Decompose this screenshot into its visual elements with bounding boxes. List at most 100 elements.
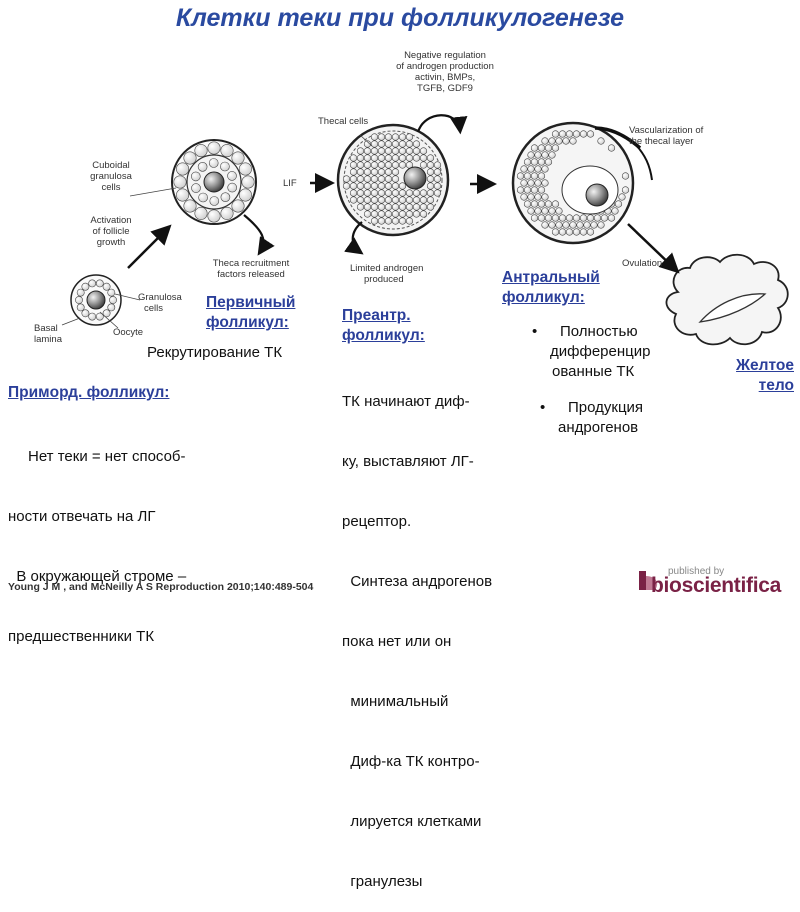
granulosa-cell (586, 214, 595, 222)
antral-follicle-title: Антральный фолликул: (502, 269, 600, 306)
ovulation-label: Ovulation (622, 258, 663, 269)
granulosa-cell (583, 221, 591, 229)
granulosa-cell (534, 151, 542, 159)
granulosa-cell (363, 175, 372, 183)
granulosa-cell (377, 217, 386, 225)
granulosa-cell (412, 147, 421, 155)
granulosa-cell (391, 189, 400, 197)
oocyte-label: Oocyte (113, 327, 144, 338)
granulosa-cell (412, 189, 421, 197)
basal-lamina-label: Basal lamina (34, 323, 62, 345)
granulosa-cell (227, 182, 237, 193)
granulosa-cell (419, 210, 428, 218)
granulosa-cell (191, 171, 201, 182)
granulosa-cell (600, 214, 609, 222)
antral-bullet-1: • Полностью дифференцир ованные ТК (532, 323, 651, 380)
granulosa-cell (391, 175, 400, 183)
granulosa-cell (579, 130, 588, 138)
granulosa-cell (398, 217, 407, 225)
granulosa-cell (433, 182, 442, 190)
granulosa-cell (565, 228, 574, 236)
granulosa-cell (363, 154, 372, 162)
primary-follicle (171, 139, 257, 225)
granulosa-cell (356, 168, 365, 176)
granulosa-cell (356, 203, 365, 211)
granulosa-cell (370, 147, 379, 155)
granulosa-cell (607, 144, 616, 152)
granulosa-cell (398, 133, 407, 141)
negative-regulation-label: Negative regulation of androgen producti… (396, 50, 494, 94)
granulosa-cell (523, 186, 532, 194)
cuboidal-granulosa-cell (220, 144, 234, 158)
granulosa-cell (530, 186, 539, 194)
granulosa-cell (356, 147, 365, 155)
granulosa-cell (405, 189, 414, 197)
granulosa-cell (377, 175, 386, 183)
cuboidal-granulosa-cell (194, 206, 208, 220)
granulosa-cell (548, 151, 556, 159)
granulosa-cell (391, 133, 400, 141)
granulosa-cell (377, 154, 386, 162)
granulosa-cell (88, 279, 97, 288)
publisher-name: bioscientifica (651, 574, 782, 597)
granulosa-cell (398, 196, 407, 204)
granulosa-cell (356, 182, 365, 190)
granulosa-cell (384, 217, 393, 225)
granulosa-cell (391, 203, 400, 211)
granulosa-cell (391, 161, 400, 169)
granulosa-cell (398, 154, 407, 162)
preantral-follicle-title: Преантр. фолликул: (342, 307, 425, 344)
primordial-follicle-title: Примoрд. фолликул: (8, 384, 170, 401)
granulosa-cell (349, 196, 358, 204)
granulosa-cell (384, 147, 393, 155)
granulosa-cell (81, 309, 90, 318)
granulosa-cell (520, 193, 528, 201)
granulosa-cell (370, 140, 379, 148)
granulosa-cell (527, 193, 535, 201)
granulosa-cell (534, 207, 542, 215)
vascularization-label: Vascularization of the thecal layer (629, 125, 704, 147)
cuboidal-granulosa-cell (220, 206, 234, 220)
granulosa-cell (412, 140, 421, 148)
granulosa-cell (107, 288, 116, 297)
granulosa-cell (534, 179, 542, 187)
granulosa-cell (412, 196, 421, 204)
lif-label: LIF (283, 178, 297, 189)
granulosa-cell (593, 214, 602, 222)
granulosa-cell (384, 210, 393, 218)
granulosa-cell (565, 130, 574, 138)
granulosa-cell (198, 192, 208, 203)
primordial-follicle (70, 274, 122, 326)
cuboidal-granulosa-label: Cuboidal granulosa cells (90, 160, 132, 193)
granulosa-cell (363, 203, 372, 211)
granulosa-cell (109, 296, 117, 304)
granulosa-cell (363, 196, 372, 204)
granulosa-cell (377, 182, 386, 190)
granulosa-cell (377, 161, 386, 169)
granulosa-cell (391, 147, 400, 155)
granulosa-cell (562, 221, 570, 229)
granulosa-cell (370, 133, 379, 141)
granulosa-cell (562, 137, 570, 145)
granulosa-cell (88, 312, 97, 321)
page-title: Клетки теки при фолликулогенезе (175, 4, 625, 32)
granulosa-cell (107, 303, 116, 312)
granulosa-cell (356, 175, 365, 183)
granulosa-cell (370, 210, 379, 218)
granulosa-cell (516, 172, 525, 180)
granulosa-cell (377, 133, 386, 141)
granulosa-cell (551, 214, 560, 222)
granulosa-cell (363, 210, 372, 218)
cuboidal-granulosa-cell (176, 188, 190, 202)
arrows (127, 114, 680, 274)
granulosa-cell (419, 196, 428, 204)
granulosa-cell (370, 175, 379, 183)
granulosa-cell (576, 221, 584, 229)
granulosa-cell (548, 207, 556, 215)
granulosa-cell (384, 196, 393, 204)
granulosa-cell (398, 210, 407, 218)
granulosa-cell (544, 200, 553, 208)
granulosa-cell (384, 168, 393, 176)
granulosa-cell (95, 312, 104, 321)
granulosa-cell (377, 140, 386, 148)
